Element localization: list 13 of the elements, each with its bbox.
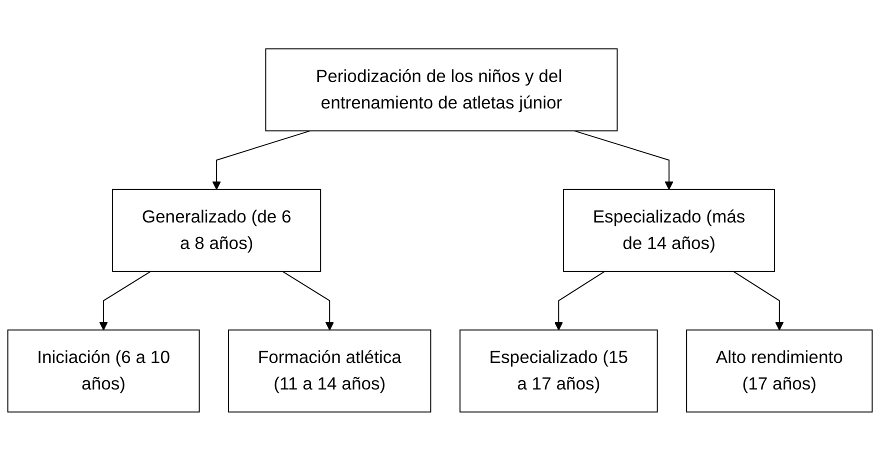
node-box: Formación atlética (11 a 14 años) (228, 329, 432, 412)
arrow (732, 270, 784, 330)
arrow (212, 130, 311, 190)
node-box: Iniciación (6 a 10 años) (7, 329, 200, 412)
node-box: Alto rendimiento (17 años) (686, 329, 873, 412)
node-box: Especializado (15 a 17 años) (460, 329, 658, 412)
node-box: Especializado (más de 14 años) (563, 188, 775, 272)
node-box: Periodización de los niños y del entrenamiento de atletas júnior (265, 48, 618, 131)
arrow (282, 270, 334, 330)
arrow (99, 270, 152, 330)
arrow (554, 270, 606, 330)
node-box: Generalizado (de 6 a 8 años) (112, 188, 322, 272)
arrow (574, 130, 674, 190)
